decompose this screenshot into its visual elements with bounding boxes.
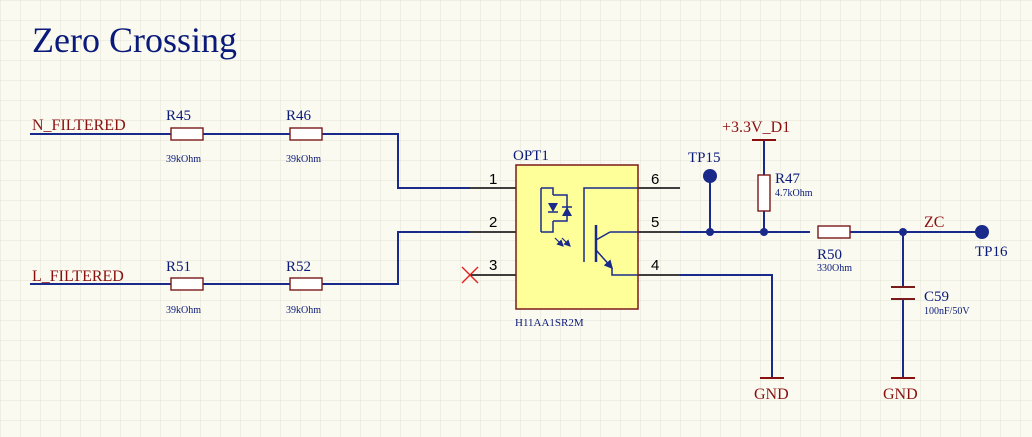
net-label-n-filtered: N_FILTERED — [32, 117, 126, 134]
r45-value: 39kOhm — [166, 154, 201, 165]
pin-number: 5 — [651, 214, 659, 231]
wire-r46-opt-pin1 — [321, 133, 470, 189]
junction-dot — [899, 228, 907, 236]
c59-ref: C59 — [924, 289, 949, 305]
pin-number: 4 — [651, 257, 659, 274]
r46-value: 39kOhm — [286, 154, 321, 165]
net-label-zc: ZC — [924, 214, 944, 231]
r51-ref: R51 — [166, 259, 191, 275]
testpoint-tp16[interactable]: TP16 — [975, 225, 1008, 260]
gnd-label: GND — [883, 386, 918, 403]
junctions — [706, 228, 907, 236]
r52-value: 39kOhm — [286, 305, 321, 316]
phototransistor-icon — [583, 187, 638, 276]
c59-value: 100nF/50V — [924, 306, 970, 317]
r50-ref: R50 — [817, 247, 842, 263]
wires — [30, 133, 978, 378]
resistor-r50[interactable]: R50 330Ohm — [817, 225, 852, 274]
opt1-ref: OPT1 — [513, 148, 549, 164]
gnd-label: GND — [754, 386, 789, 403]
no-connect-icon — [461, 266, 479, 284]
wire-pin4-gnd — [680, 274, 773, 378]
wire-r52-opt-pin2 — [321, 231, 470, 285]
pin-number: 3 — [489, 257, 497, 274]
capacitor-c59[interactable]: C59 100nF/50V — [891, 286, 970, 317]
testpoint-tp15[interactable]: TP15 — [688, 150, 721, 183]
resistor-r52[interactable]: R52 39kOhm — [286, 259, 323, 316]
junction-dot — [760, 228, 768, 236]
tp16-ref: TP16 — [975, 244, 1008, 260]
net-label-l-filtered: L_FILTERED — [32, 268, 124, 285]
resistor-r46[interactable]: R46 39kOhm — [286, 108, 323, 165]
pin-number: 6 — [651, 171, 659, 188]
junction-dot — [706, 228, 714, 236]
pin-number: 1 — [489, 171, 497, 188]
resistor-r47[interactable]: R47 4.7kOhm — [757, 171, 813, 212]
r46-ref: R46 — [286, 108, 312, 124]
r50-value: 330Ohm — [817, 263, 852, 274]
net-label-vcc: +3.3V_D1 — [722, 119, 790, 136]
resistor-r51[interactable]: R51 39kOhm — [166, 259, 204, 316]
opt1-part-number: H11AA1SR2M — [515, 317, 584, 329]
r47-ref: R47 — [775, 171, 801, 187]
r52-ref: R52 — [286, 259, 311, 275]
optocoupler-opt1[interactable]: 1 2 3 4 5 6 OPT1 H11AA1SR2M — [461, 148, 680, 329]
r51-value: 39kOhm — [166, 305, 201, 316]
gnd-port-cap: GND — [883, 377, 918, 403]
r45-ref: R45 — [166, 108, 191, 124]
sheet-title: Zero Crossing — [32, 20, 237, 60]
resistor-r45[interactable]: R45 39kOhm — [166, 108, 204, 165]
led-icon — [540, 187, 572, 233]
power-port-vcc: +3.3V_D1 — [722, 119, 790, 141]
light-arrows-icon — [554, 237, 571, 247]
tp15-ref: TP15 — [688, 150, 721, 166]
gnd-port-opt: GND — [754, 377, 789, 403]
opt1-body — [515, 164, 639, 310]
r47-value: 4.7kOhm — [775, 188, 813, 199]
pin-number: 2 — [489, 214, 497, 231]
